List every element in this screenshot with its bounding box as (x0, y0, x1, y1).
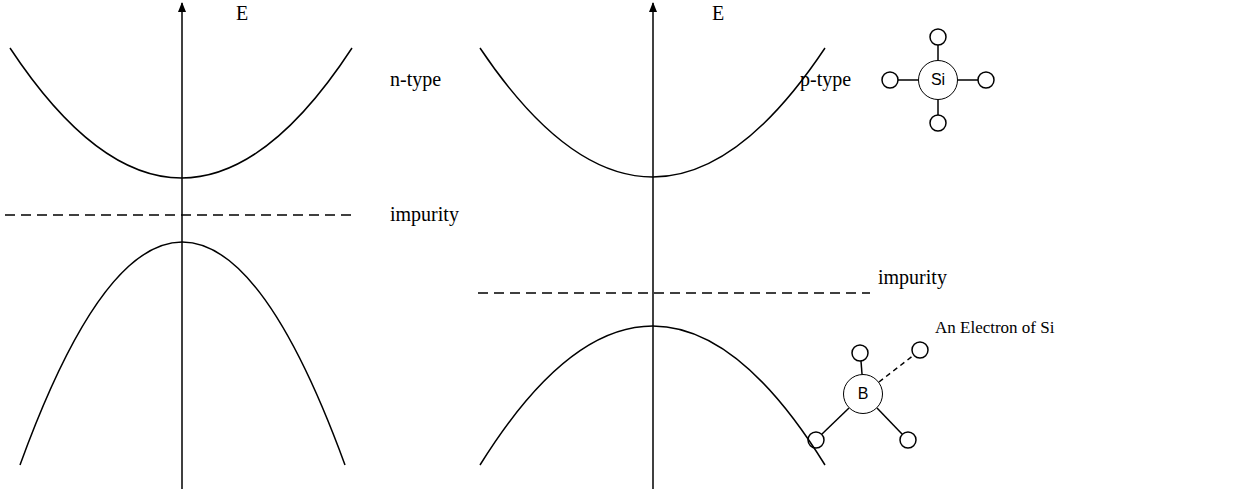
atom-circle: B (843, 374, 883, 414)
level-label: impurity (878, 266, 947, 288)
callout-label: An Electron of Si (935, 319, 1054, 338)
type-label: p-type (800, 68, 851, 90)
energy-axis (652, 3, 654, 489)
valence-band (480, 326, 825, 465)
energy-axis (181, 3, 183, 489)
level-label: impurity (390, 203, 459, 225)
impurity-level (5, 214, 355, 216)
conduction-band (480, 48, 825, 177)
si-electrons (882, 29, 994, 131)
impurity-level (478, 292, 870, 294)
atom-symbol: B (858, 385, 869, 403)
type-label: n-type (390, 68, 441, 90)
conduction-band (10, 48, 352, 178)
valence-band (20, 242, 345, 465)
b-electrons (808, 342, 928, 448)
axis-label: E (236, 2, 248, 24)
axis-label: E (712, 2, 724, 24)
atom-circle: Si (918, 60, 958, 100)
atom-symbol: Si (931, 71, 945, 89)
